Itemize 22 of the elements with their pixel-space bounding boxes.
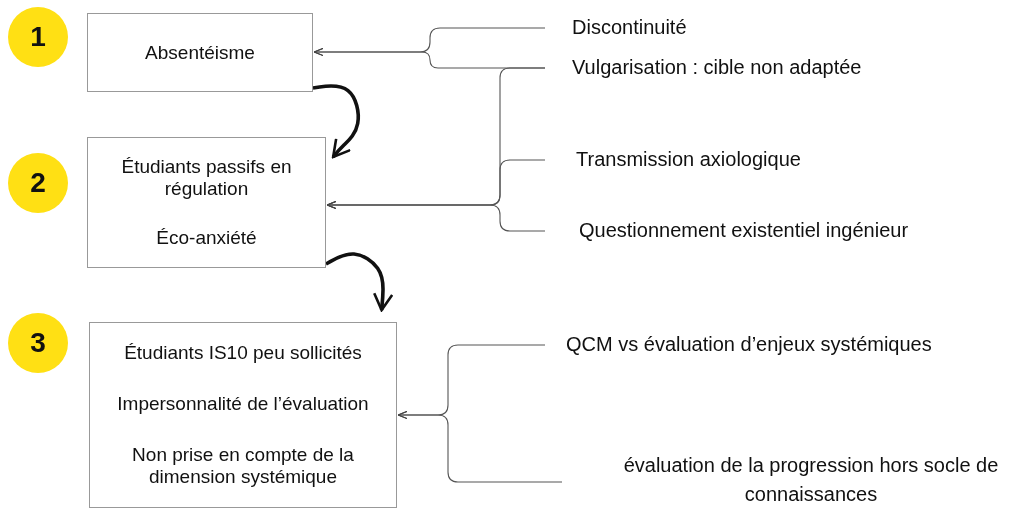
cause-text: Impersonnalité de l’évaluation: [116, 393, 370, 415]
step-number-badge: 2: [8, 153, 68, 213]
cause-text: Éco-anxiété: [155, 227, 258, 250]
factor-text: Discontinuité: [545, 13, 785, 42]
cause-box: [87, 13, 313, 92]
bracket-arrow: [397, 410, 563, 483]
factor-text: Vulgarisation : cible non adaptée: [545, 53, 965, 82]
cause-box: [87, 137, 326, 268]
factor-text: Transmission axiologique: [545, 145, 875, 174]
curved-arrow: [312, 84, 361, 159]
cause-text: Non prise en compte de la dimension systémique: [131, 444, 355, 489]
factor-text: QCM vs évaluation d’enjeux systémiques: [545, 330, 1030, 359]
step-number-badge: 1: [8, 7, 68, 67]
cause-text: Étudiants passifs en régulation: [120, 155, 293, 200]
cause-text: Absentéisme: [144, 41, 256, 64]
step-number-badge: 3: [8, 313, 68, 373]
curved-arrow: [325, 252, 394, 312]
cause-box: [89, 322, 397, 508]
bracket-arrow: [326, 200, 546, 232]
factor-text: évaluation de la progression hors socle de connaissances: [562, 451, 1032, 509]
cause-text: Étudiants IS10 peu sollicités: [123, 341, 363, 364]
factor-text: Questionnement existentiel ingénieur: [545, 216, 1015, 245]
